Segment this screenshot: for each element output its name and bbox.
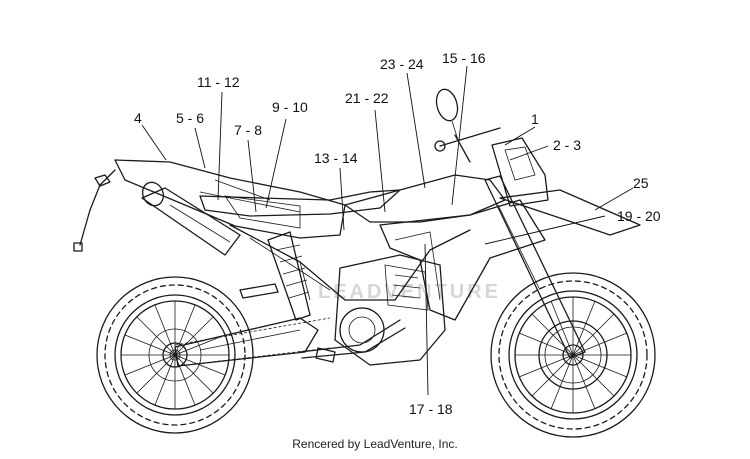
chain: [174, 317, 331, 367]
callout-23-24: 23 - 24: [380, 56, 424, 72]
seat: [199, 189, 401, 217]
front-fork: [484, 175, 586, 359]
callout-17-18: 17 - 18: [409, 401, 453, 417]
callout-19-20: 19 - 20: [617, 208, 661, 224]
callout-13-14: 13 - 14: [314, 150, 358, 166]
side-panel: [224, 195, 301, 229]
callout-15-16: 15 - 16: [442, 50, 486, 66]
engine: [334, 254, 446, 366]
watermark: LEADVENTURE: [318, 281, 501, 303]
callout-5-6: 5 - 6: [176, 110, 204, 126]
callout-21-22: 21 - 22: [345, 90, 389, 106]
front-fender: [499, 189, 641, 236]
radiator-shroud: [379, 199, 546, 321]
leader-lines: [141, 65, 634, 396]
mirror: [435, 88, 459, 122]
callout-1: 1: [531, 111, 539, 127]
exhaust-header: [299, 319, 406, 359]
callout-2-3: 2 - 3: [553, 137, 581, 153]
callout-4: 4: [134, 110, 142, 126]
swingarm: [174, 317, 319, 367]
muffler: [141, 181, 241, 256]
fuel-tank: [344, 174, 506, 223]
callout-7-8: 7 - 8: [234, 122, 262, 138]
callout-11-12: 11 - 12: [197, 74, 240, 90]
handlebar: [439, 127, 501, 147]
motorcycle-illustration: [73, 88, 656, 438]
footpeg: [239, 283, 279, 299]
callout-25: 25: [633, 175, 649, 191]
rear-wheel: [96, 276, 254, 434]
callout-9-10: 9 - 10: [272, 99, 308, 115]
front-wheel: [490, 272, 656, 438]
headlight-shroud: [491, 137, 549, 207]
tail-section: [114, 159, 346, 239]
callout-labels: 1 2 - 3 4 5 - 6 7 - 8 9 - 10 11 - 12 13 …: [134, 50, 661, 417]
credit-line: Rencered by LeadVenture, Inc.: [292, 437, 458, 451]
frame: [229, 224, 471, 301]
